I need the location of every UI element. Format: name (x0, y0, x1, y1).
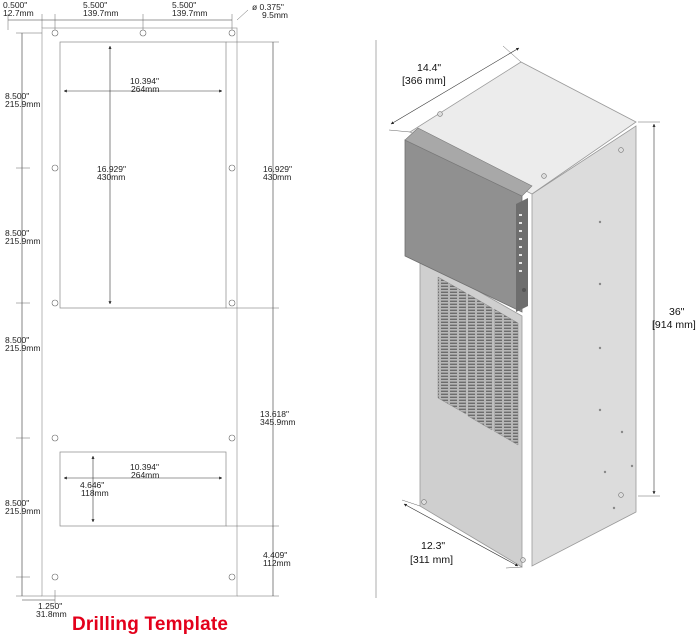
mid-right-in: 13.618" (260, 409, 289, 419)
left-dim-4-mm: 215.9mm (5, 506, 40, 516)
bottom-left-offset-mm: 31.8mm (36, 609, 67, 619)
top-spacing-1-in: 5.500" (83, 0, 107, 10)
unit-width-in: 12.3" (421, 540, 445, 552)
left-dim-2-mm: 215.9mm (5, 236, 40, 246)
mounting-hole (228, 573, 236, 581)
mounting-hole (228, 434, 236, 442)
mounting-hole (51, 434, 59, 442)
hole-diameter-in: ø 0.375" (252, 2, 284, 12)
unit-width-mm: [311 mm] (410, 554, 453, 566)
screw-icon (437, 111, 443, 117)
unit-side-face (531, 125, 637, 567)
unit-depth-mm: [366 mm] (402, 75, 446, 87)
left-dim-1-mm: 215.9mm (5, 99, 40, 109)
top-left-edge-mm: 12.7mm (3, 8, 34, 18)
air-conditioner-unit: 14.4" [366 mm] 36" [914 mm] 12.3" [311 m… (388, 45, 696, 569)
unit-depth-in: 14.4" (417, 62, 441, 74)
mounting-hole (51, 299, 59, 307)
hole-diameter-mm: 9.5mm (262, 10, 288, 20)
mounting-hole (51, 164, 59, 172)
bottom-left-offset-in: 1.250" (38, 601, 62, 611)
right-height-in: 16.929" (263, 164, 292, 174)
bottom-right-mm: 112mm (263, 558, 291, 568)
upper-cutout-width-mm: 264mm (131, 84, 159, 94)
upper-cutout-height-in: 16.929" (97, 164, 126, 174)
left-dim-3-in: 8.500" (5, 335, 29, 345)
screw-icon (541, 173, 547, 179)
lower-cutout (59, 451, 227, 527)
screw-icon (421, 499, 427, 505)
top-spacing-2-in: 5.500" (172, 0, 196, 10)
left-dim-4-in: 8.500" (5, 498, 29, 508)
mounting-hole (51, 573, 59, 581)
left-dim-1-in: 8.500" (5, 91, 29, 101)
screw-icon (520, 557, 526, 563)
lower-cutout-height-mm: 118mm (81, 488, 109, 498)
right-height-mm: 430mm (263, 172, 291, 182)
unit-height-in: 36" (669, 306, 685, 318)
left-dim-2-in: 8.500" (5, 228, 29, 238)
mid-right-mm: 345.9mm (260, 417, 295, 427)
top-left-edge-in: 0.500" (3, 0, 27, 10)
housing-slant-top (404, 127, 533, 197)
screw-icon (522, 288, 526, 292)
mounting-hole (228, 164, 236, 172)
mounting-hole (228, 29, 236, 37)
drilling-template: 0.500" 12.7mm 5.500" 139.7mm 5.500" 139.… (3, 0, 295, 619)
mounting-hole (139, 29, 147, 37)
mounting-holes (51, 29, 236, 581)
mounting-hole (51, 29, 59, 37)
lower-cutout-height-in: 4.646" (80, 480, 104, 490)
left-dim-3-mm: 215.9mm (5, 343, 40, 353)
screw-icon (618, 147, 624, 153)
drilling-template-caption: Drilling Template (72, 614, 229, 635)
unit-height-mm: [914 mm] (652, 319, 696, 331)
upper-cutout-height-mm: 430mm (97, 172, 125, 182)
louver-grille (493, 308, 519, 446)
side-fastener-dots (598, 220, 634, 510)
bottom-right-in: 4.409" (263, 550, 287, 560)
top-spacing-2-mm: 139.7mm (172, 8, 207, 18)
mounting-hole (228, 299, 236, 307)
top-spacing-1-mm: 139.7mm (83, 8, 118, 18)
lower-cutout-width-mm: 264mm (131, 470, 159, 480)
lower-cutout-width-in: 10.394" (130, 462, 159, 472)
upper-cutout-width-in: 10.394" (130, 76, 159, 86)
louver-grille (467, 293, 493, 431)
upper-cutout (59, 41, 227, 309)
screw-icon (618, 492, 624, 498)
louver-grille (437, 276, 467, 415)
housing-vent-slots (519, 214, 522, 272)
